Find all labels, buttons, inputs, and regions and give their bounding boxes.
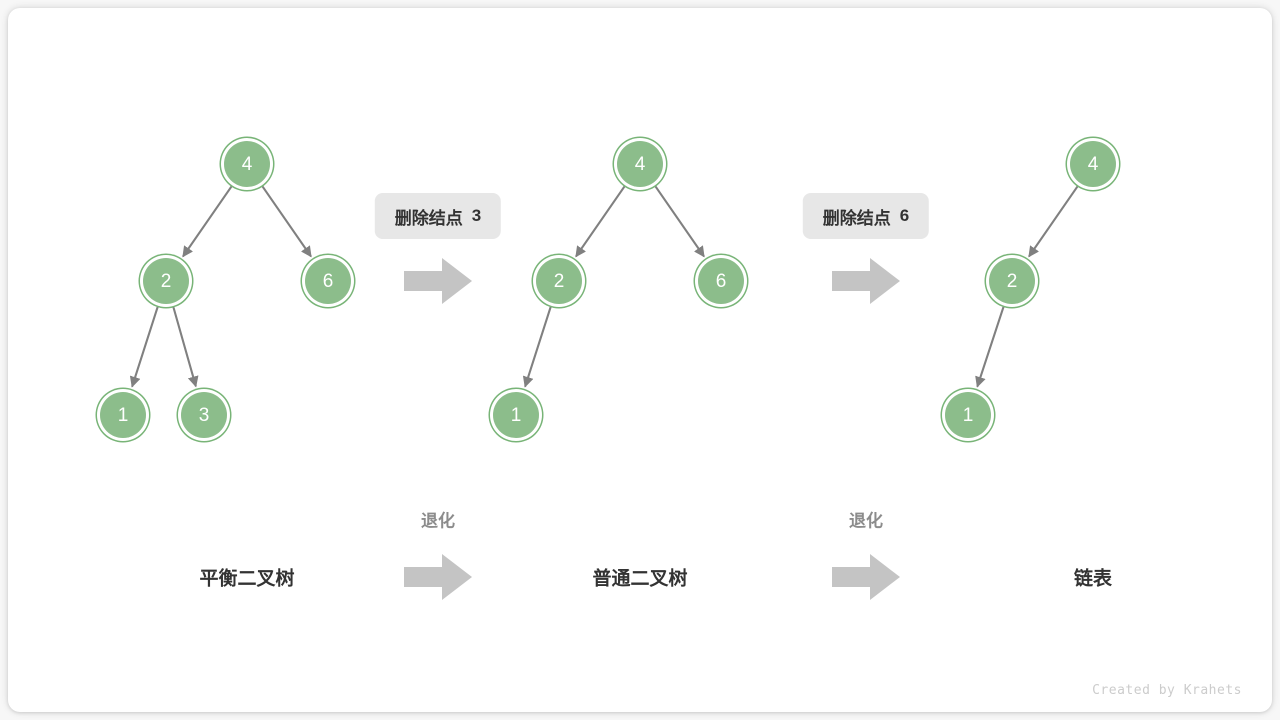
t1-bottom-block-arrow-icon (404, 551, 472, 603)
operation-label: 删除结点 (822, 208, 891, 228)
operation-value: 6 (899, 206, 910, 225)
watermark: Created by Krahets (1092, 683, 1242, 698)
op-remove-6: 删除结点 6 (802, 193, 930, 239)
t2-bottom-block-arrow-icon (832, 551, 900, 603)
tree-node-balanced-1: 1 (100, 392, 146, 438)
diagram-card (8, 8, 1272, 712)
tree-node-ordinary-1: 1 (493, 392, 539, 438)
tree-node-balanced-4: 4 (224, 141, 270, 187)
t1-top-block-arrow-icon (404, 255, 472, 307)
operation-value: 3 (471, 206, 482, 225)
tree-node-balanced-6: 6 (305, 258, 351, 304)
tree-node-balanced-2: 2 (143, 258, 189, 304)
op-remove-3: 删除结点 3 (374, 193, 502, 239)
operation-label: 删除结点 (394, 208, 463, 228)
cap-balanced: 平衡二叉树 (199, 568, 295, 590)
t1-transition-label: 退化 (421, 511, 455, 531)
tree-node-linked-list-1: 1 (945, 392, 991, 438)
t2-top-block-arrow-icon (832, 255, 900, 307)
t2-transition-label: 退化 (849, 511, 883, 531)
cap-linkedlist: 链表 (1073, 568, 1113, 590)
cap-ordinary: 普通二叉树 (592, 568, 688, 590)
tree-node-linked-list-2: 2 (989, 258, 1035, 304)
tree-node-ordinary-6: 6 (698, 258, 744, 304)
tree-node-linked-list-4: 4 (1070, 141, 1116, 187)
tree-node-ordinary-4: 4 (617, 141, 663, 187)
tree-node-ordinary-2: 2 (536, 258, 582, 304)
tree-node-balanced-3: 3 (181, 392, 227, 438)
